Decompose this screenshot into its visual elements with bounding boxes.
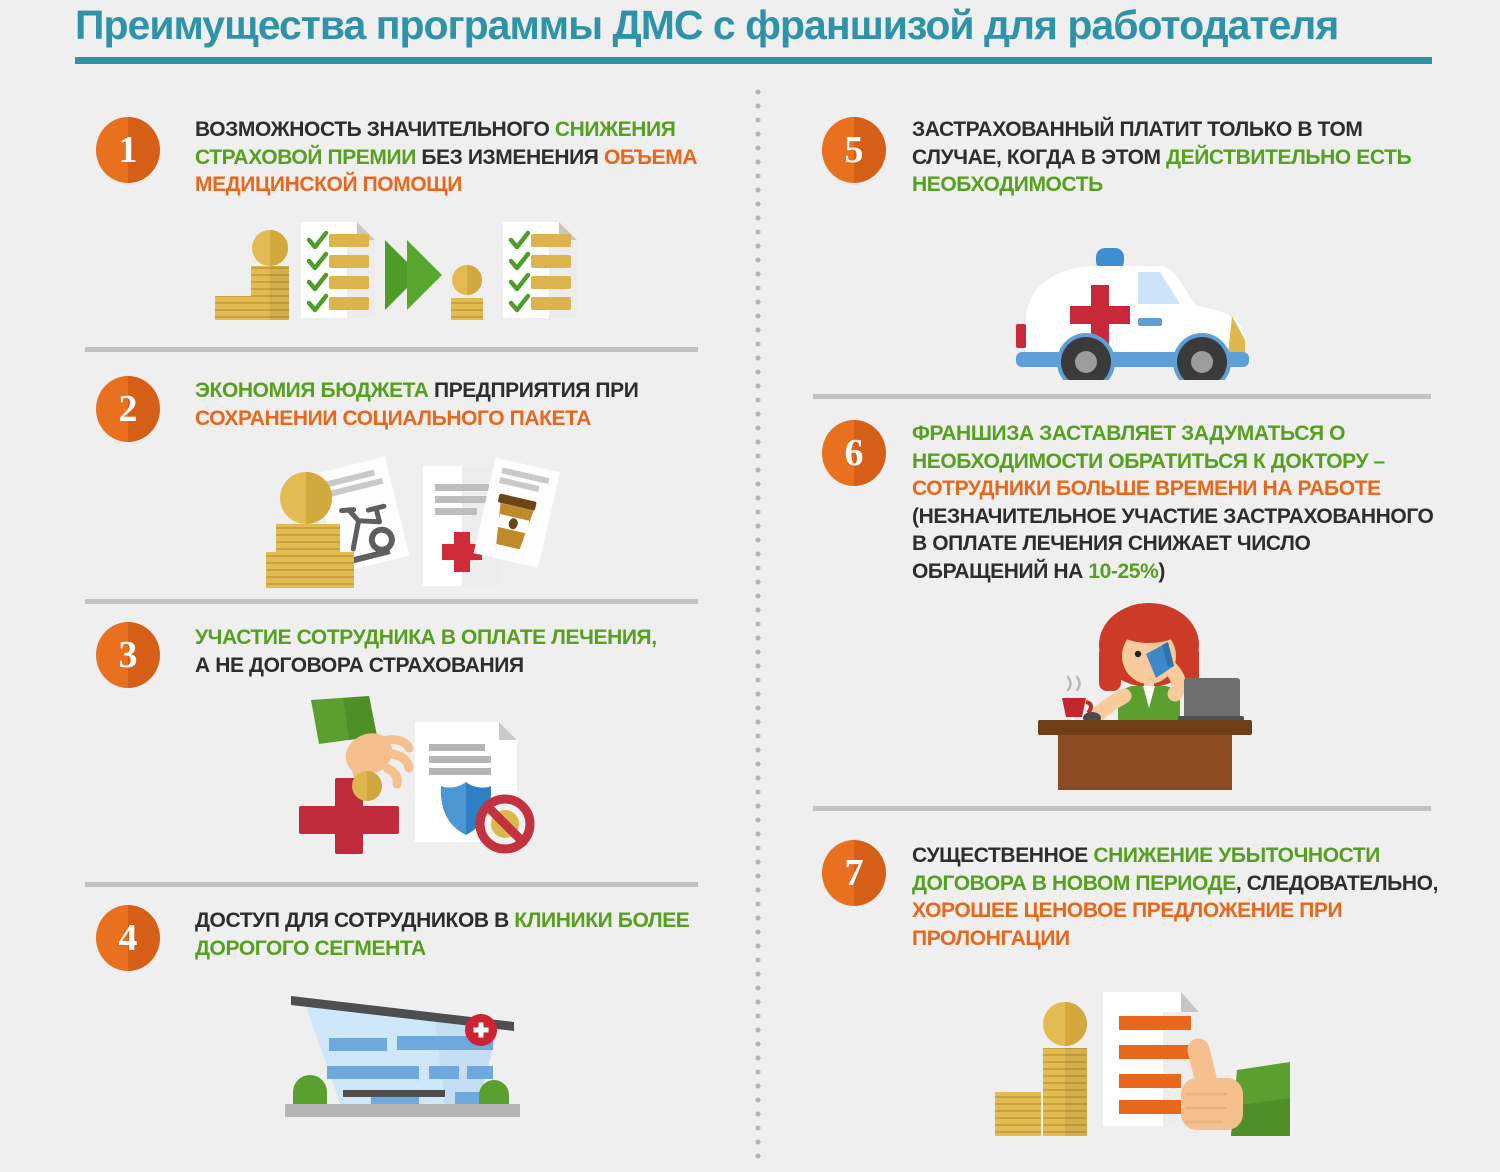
- page-title: Преимущества программы ДМС с франшизой д…: [75, 2, 1339, 48]
- point-5-number-badge: 5: [822, 117, 886, 183]
- separator: [813, 394, 1431, 399]
- point-4-segment: КЛИНИКИ БОЛЕЕ: [514, 909, 690, 932]
- point-7-segment: СНИЖЕНИЕ УБЫТОЧНОСТИ: [1093, 844, 1380, 867]
- point-7-segment: ХОРОШЕЕ ЦЕНОВОЕ ПРЕДЛОЖЕНИЕ ПРИ: [912, 899, 1343, 922]
- point-1-segment: СНИЖЕНИЯ: [554, 118, 676, 141]
- point-6-segment: 10-25%: [1088, 559, 1159, 583]
- point-2-text: ЭКОНОМИЯ БЮДЖЕТА ПРЕДПРИЯТИЯ ПРИ СОХРАНЕ…: [195, 377, 639, 432]
- hand-coin-cross-contract-icon: [283, 696, 545, 858]
- separator: [85, 347, 698, 352]
- social-package-documents-icon: [266, 452, 571, 590]
- coins-checklist-arrow-icon: [215, 220, 583, 332]
- point-6-segment: ОБРАЩЕНИЙ НА: [912, 559, 1089, 583]
- point-6-segment: ФРАНШИЗА ЗАСТАВЛЯЕТ ЗАДУМАТЬСЯ О: [912, 422, 1346, 445]
- point-1-text: ВОЗМОЖНОСТЬ ЗНАЧИТЕЛЬНОГО СНИЖЕНИЯ СТРАХ…: [195, 116, 697, 199]
- point-7-segment: СУЩЕСТВЕННОЕ: [912, 844, 1094, 867]
- point-5-segment: СЛУЧАЕ, КОГДА В ЭТОМ: [912, 145, 1167, 169]
- point-4-text: ДОСТУП ДЛЯ СОТРУДНИКОВ В КЛИНИКИ БОЛЕЕ Д…: [195, 907, 690, 962]
- point-2-number: 2: [118, 388, 138, 430]
- point-3-text: УЧАСТИЕ СОТРУДНИКА В ОПЛАТЕ ЛЕЧЕНИЯ, А Н…: [195, 624, 657, 679]
- point-7-segment: ПРОЛОНГАЦИИ: [912, 926, 1070, 950]
- premium-clinic-building-icon: [285, 986, 520, 1118]
- point-7-segment: , СЛЕДОВАТЕЛЬНО,: [1235, 871, 1439, 895]
- point-6-segment: (НЕЗНАЧИТЕЛЬНОЕ УЧАСТИЕ ЗАСТРАХОВАННОГО: [912, 504, 1434, 528]
- point-2-segment: ПРЕДПРИЯТИЯ ПРИ: [434, 379, 639, 402]
- point-6-segment: НЕОБХОДИМОСТИ ОБРАТИТЬСЯ К ДОКТОРУ –: [912, 449, 1385, 473]
- point-6-segment: ): [1158, 559, 1165, 583]
- point-3-segment: А НЕ ДОГОВОРА СТРАХОВАНИЯ: [195, 653, 524, 677]
- separator: [813, 806, 1431, 811]
- point-5-segment: ЗАСТРАХОВАННЫЙ ПЛАТИТ ТОЛЬКО В ТОМ: [912, 118, 1363, 141]
- point-7-number: 7: [844, 852, 864, 894]
- point-1-segment: ОБЪЕМА: [603, 145, 698, 169]
- point-3-number-badge: 3: [96, 622, 160, 688]
- point-1-segment: ВОЗМОЖНОСТЬ ЗНАЧИТЕЛЬНОГО: [195, 118, 555, 141]
- point-7-text: СУЩЕСТВЕННОЕ СНИЖЕНИЕ УБЫТОЧНОСТИ ДОГОВО…: [912, 842, 1438, 952]
- point-5-text: ЗАСТРАХОВАННЫЙ ПЛАТИТ ТОЛЬКО В ТОМ СЛУЧА…: [912, 116, 1412, 199]
- separator: [85, 882, 698, 887]
- point-5-number: 5: [844, 129, 864, 171]
- point-6-segment: В ОПЛАТЕ ЛЕЧЕНИЯ СНИЖАЕТ ЧИСЛО: [912, 532, 1311, 555]
- point-6-number-badge: 6: [822, 420, 886, 486]
- point-1-segment: СТРАХОВОЙ ПРЕМИИ: [195, 145, 422, 169]
- separator: [85, 599, 698, 604]
- point-4-number-badge: 4: [96, 905, 160, 971]
- point-2-segment: ЭКОНОМИЯ БЮДЖЕТА: [195, 379, 434, 402]
- point-6-number: 6: [844, 432, 864, 474]
- point-1-segment: МЕДИЦИНСКОЙ ПОМОЩИ: [195, 173, 462, 196]
- point-1-number-badge: 1: [96, 117, 160, 183]
- column-divider-dotted-line: [755, 85, 761, 1165]
- point-5-segment: ДЕЙСТВИТЕЛЬНО ЕСТЬ: [1166, 145, 1412, 169]
- point-1-number: 1: [118, 129, 138, 171]
- point-3-segment: УЧАСТИЕ СОТРУДНИКА В ОПЛАТЕ ЛЕЧЕНИЯ,: [195, 626, 657, 649]
- point-5-segment: НЕОБХОДИМОСТЬ: [912, 173, 1103, 196]
- employee-at-desk-icon: [1032, 590, 1260, 790]
- point-4-segment: ДОРОГОГО СЕГМЕНТА: [195, 936, 426, 960]
- point-7-segment: ДОГОВОРА В НОВОМ ПЕРИОДЕ: [912, 871, 1236, 895]
- point-4-segment: ДОСТУП ДЛЯ СОТРУДНИКОВ В: [195, 909, 515, 932]
- point-4-number: 4: [118, 917, 138, 959]
- point-2-segment: СОХРАНЕНИИ СОЦИАЛЬНОГО ПАКЕТА: [195, 406, 591, 430]
- point-7-number-badge: 7: [822, 840, 886, 906]
- point-6-text: ФРАНШИЗА ЗАСТАВЛЯЕТ ЗАДУМАТЬСЯ О НЕОБХОД…: [912, 420, 1434, 585]
- point-2-number-badge: 2: [96, 376, 160, 442]
- point-3-number: 3: [118, 634, 138, 676]
- point-1-segment: БЕЗ ИЗМЕНЕНИЯ: [421, 145, 604, 169]
- coins-contract-thumbs-up-icon: [985, 986, 1290, 1144]
- ambulance-icon: [1010, 212, 1255, 380]
- point-6-segment: СОТРУДНИКИ БОЛЬШЕ ВРЕМЕНИ НА РАБОТЕ: [912, 477, 1381, 500]
- title-underline: [75, 57, 1432, 64]
